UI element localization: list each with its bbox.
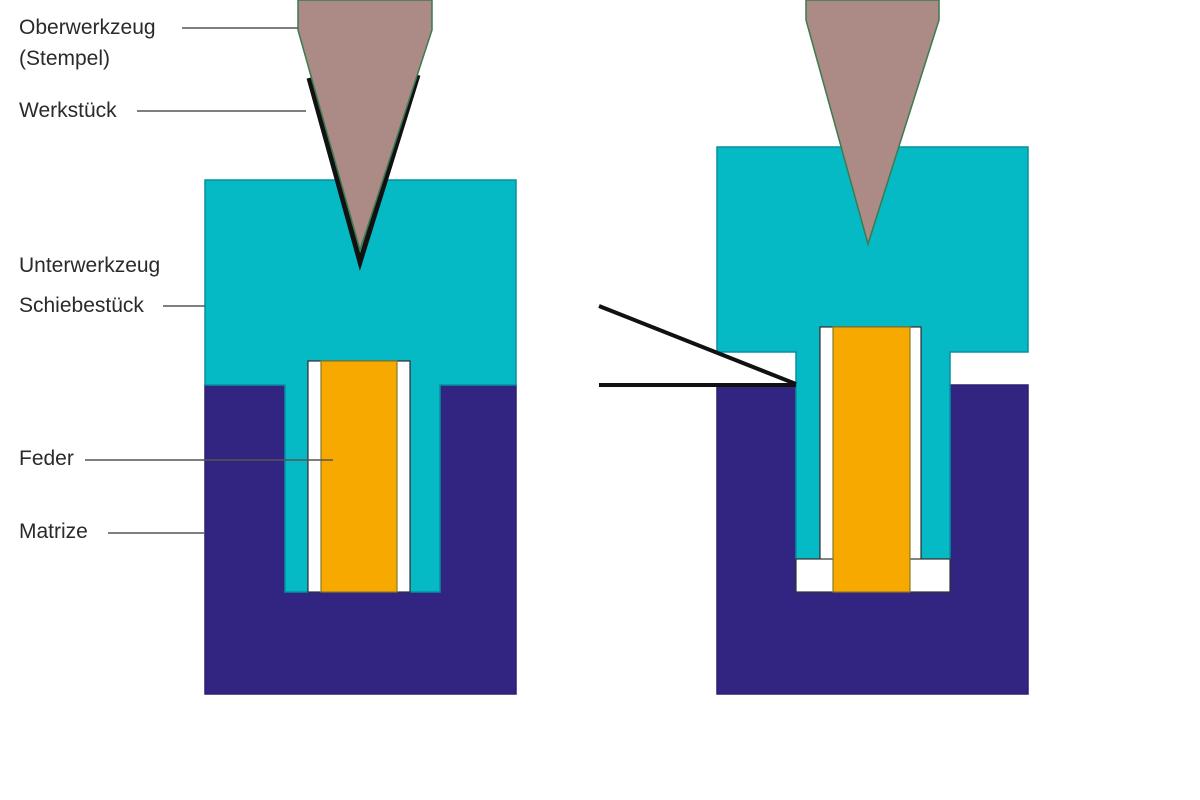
left-assembly (204, 0, 517, 695)
label-matrize: Matrize (19, 520, 88, 543)
feder-left (320, 360, 398, 593)
stempel-right (805, 0, 940, 247)
label-unterwerkzeug: Unterwerkzeug (19, 254, 161, 277)
feder-right (832, 326, 911, 593)
label-stempel: (Stempel) (19, 47, 111, 70)
leader-lines (85, 27, 333, 534)
right-assembly (716, 0, 1029, 695)
stempel-left (297, 0, 433, 253)
label-werkstueck: Werkstück (19, 99, 117, 122)
werkstueck-left (306, 74, 421, 271)
label-feder: Feder (19, 447, 74, 470)
label-schiebestueck: Schiebestück (19, 294, 144, 317)
gap-indicator (598, 304, 797, 387)
label-oberwerkzeug: Oberwerkzeug (19, 16, 156, 39)
